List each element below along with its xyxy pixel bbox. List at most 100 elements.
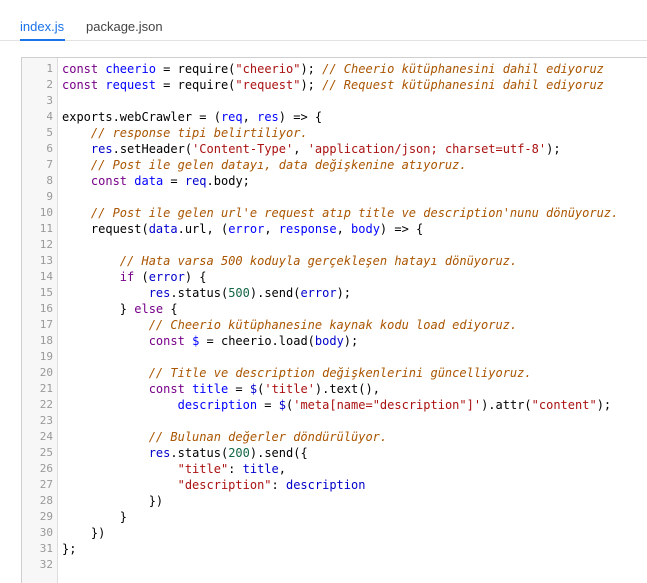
code-text: ).send( (249, 286, 301, 300)
line-number: 11 (39, 222, 53, 235)
code-text: = (228, 382, 250, 396)
code-text: ); (343, 334, 359, 348)
code-line[interactable]: 13 // Hata varsa 500 koduyla gerçekleşen… (22, 253, 647, 269)
code-text: ); (546, 142, 561, 156)
code-line[interactable]: 16 } else { (22, 301, 647, 317)
line-number: 12 (39, 238, 53, 251)
code-line[interactable]: 8 const data = req.body; (22, 173, 647, 189)
tab-index-js[interactable]: index.js (20, 19, 65, 34)
code-text: : (228, 462, 243, 476)
code-string: "request" (235, 78, 301, 92)
code-text: exports.webCrawler = ( (62, 110, 221, 124)
code-line[interactable]: 22 description = $('meta[name="descripti… (22, 397, 647, 413)
code-text: ); (336, 286, 352, 300)
code-text: res.setHeader('Content-Type', 'applicati… (62, 141, 561, 157)
line-number: 20 (39, 366, 53, 379)
code-definition: description (177, 398, 258, 412)
code-variable: error (300, 286, 337, 300)
line-number: 32 (39, 558, 53, 571)
active-tab-indicator (20, 39, 65, 41)
line-number: 27 (39, 478, 53, 491)
code-text (62, 430, 149, 444)
code-definition: response (278, 222, 337, 236)
code-string: "content" (531, 398, 597, 412)
code-variable: body (314, 334, 344, 348)
code-comment: // Post ile gelen url'e request atıp tit… (90, 206, 619, 220)
code-comment: // Cheerio kütüphanesini dahil ediyoruz (314, 62, 604, 76)
line-number: 5 (46, 126, 53, 139)
code-text: = (163, 174, 185, 188)
code-line[interactable]: 21 const title = $('title').text(), (22, 381, 647, 397)
code-line[interactable]: 27 "description": description (22, 477, 647, 493)
code-keyword: const (62, 62, 106, 76)
code-text: ); (300, 62, 315, 76)
code-comment: // Request kütüphanesini dahil ediyoruz (314, 78, 604, 92)
code-variable: res (90, 142, 113, 156)
code-line[interactable]: 14 if (error) { (22, 269, 647, 285)
line-number: 13 (39, 254, 53, 267)
code-text: ( (257, 382, 265, 396)
code-line[interactable]: 24 // Bulunan değerler döndürülüyor. (22, 429, 647, 445)
code-text: const request = require("request"); // R… (62, 77, 604, 93)
code-text: res.status(500).send(error); (62, 285, 351, 301)
code-definition: title (192, 382, 229, 396)
code-line[interactable]: 30 }) (22, 525, 647, 541)
code-text: }) (62, 525, 105, 541)
code-line[interactable]: 10 // Post ile gelen url'e request atıp … (22, 205, 647, 221)
code-text: .url, ( (177, 222, 229, 236)
code-text: } (62, 302, 135, 316)
code-string: 'Content-Type' (192, 142, 294, 156)
code-text: ).send({ (249, 446, 308, 460)
code-line[interactable]: 28 }) (22, 493, 647, 509)
code-line[interactable]: 23 (22, 413, 647, 429)
tab-package-json[interactable]: package.json (86, 19, 163, 34)
code-text: // Hata varsa 500 koduyla gerçekleşen ha… (62, 253, 517, 269)
code-text: "title": title, (62, 461, 286, 477)
code-variable: data (148, 222, 178, 236)
code-line[interactable]: 7 // Post ile gelen datayı, data değişke… (22, 157, 647, 173)
code-text: "description": description (62, 477, 366, 493)
code-text: .setHeader( (112, 142, 193, 156)
code-text: request( (62, 222, 149, 236)
code-text: // response tipi belirtiliyor. (62, 125, 308, 141)
code-definition: cheerio (105, 62, 156, 76)
code-text: res.status(200).send({ (62, 445, 308, 461)
code-text: }) (62, 526, 106, 540)
line-number: 22 (39, 398, 53, 411)
code-line[interactable]: 5 // response tipi belirtiliyor. (22, 125, 647, 141)
line-number: 9 (46, 190, 53, 203)
code-line[interactable]: 9 (22, 189, 647, 205)
line-number: 18 (39, 334, 53, 347)
code-line[interactable]: 29 } (22, 509, 647, 525)
code-variable: title (242, 462, 279, 476)
code-text (62, 206, 91, 220)
code-line[interactable]: 12 (22, 237, 647, 253)
code-text: : (271, 478, 286, 492)
code-line[interactable]: 25 res.status(200).send({ (22, 445, 647, 461)
code-line[interactable]: 15 res.status(500).send(error); (22, 285, 647, 301)
code-comment: // Cheerio kütüphanesine kaynak kodu loa… (148, 318, 518, 332)
code-line[interactable]: 18 const $ = cheerio.load(body); (22, 333, 647, 349)
code-line[interactable]: 31}; (22, 541, 647, 557)
code-text: // Title ve description değişkenlerini g… (62, 365, 532, 381)
line-number: 10 (39, 206, 53, 219)
code-line[interactable]: 32 (22, 557, 647, 573)
code-line[interactable]: 19 (22, 349, 647, 365)
code-text (62, 398, 178, 412)
line-number: 28 (39, 494, 53, 507)
code-line[interactable]: 11 request(data.url, (error, response, b… (22, 221, 647, 237)
code-keyword: const (90, 174, 135, 188)
line-number: 1 (46, 62, 53, 75)
code-line[interactable]: 17 // Cheerio kütüphanesine kaynak kodu … (22, 317, 647, 333)
code-keyword: const (148, 334, 193, 348)
code-line[interactable]: 20 // Title ve description değişkenlerin… (22, 365, 647, 381)
code-line[interactable]: 26 "title": title, (22, 461, 647, 477)
tab-bar: index.js package.json (0, 0, 647, 41)
code-line[interactable]: 6 res.setHeader('Content-Type', 'applica… (22, 141, 647, 157)
code-line[interactable]: 3 (22, 93, 647, 109)
code-text (62, 382, 149, 396)
